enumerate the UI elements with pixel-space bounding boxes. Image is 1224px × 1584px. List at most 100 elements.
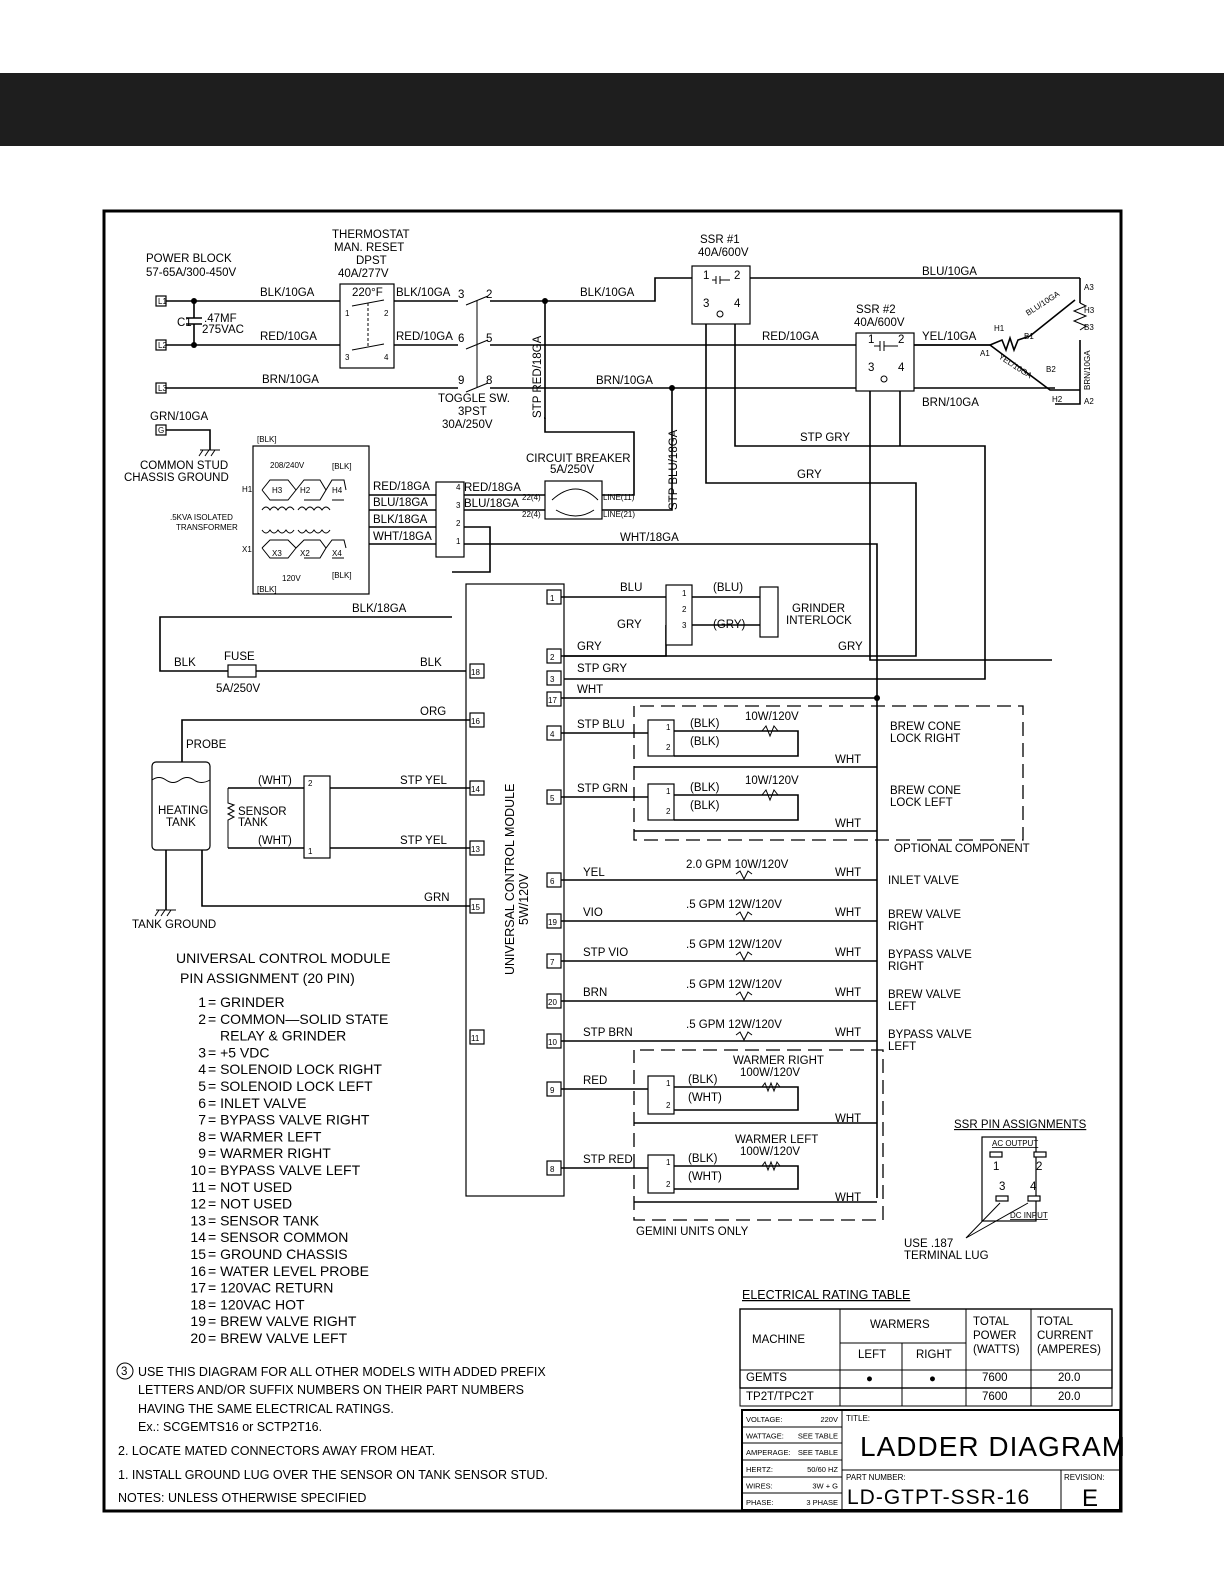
svg-text:7600: 7600 <box>982 1372 1008 1384</box>
svg-text:TOGGLE SW.: TOGGLE SW. <box>438 393 510 405</box>
thermostat-switch <box>339 283 395 369</box>
heater-delta <box>989 278 1081 405</box>
svg-text:BREW CONE: BREW CONE <box>890 785 961 797</box>
svg-text:GRY: GRY <box>577 641 602 653</box>
svg-text:PROBE: PROBE <box>186 739 227 751</box>
svg-text:16: 16 <box>471 717 480 726</box>
svg-text:(GRY): (GRY) <box>713 619 746 631</box>
svg-text:BLK/10GA: BLK/10GA <box>396 287 451 299</box>
wire-stp-gry <box>562 324 986 680</box>
svg-text:BRN/10GA: BRN/10GA <box>922 397 979 409</box>
svg-text:Ex.: SCGEMTS16 or SCTP2T16.: Ex.: SCGEMTS16 or SCTP2T16. <box>138 1420 322 1434</box>
svg-text:2: 2 <box>666 807 671 816</box>
svg-text:3: 3 <box>345 353 350 362</box>
svg-text:17: 17 <box>548 696 557 705</box>
svg-text:MAN. RESET: MAN. RESET <box>334 242 404 254</box>
svg-text:YEL/10GA: YEL/10GA <box>922 331 977 343</box>
pin-description: = BREW VALVE LEFT <box>208 1330 348 1346</box>
svg-text:STP BLU: STP BLU <box>577 719 625 731</box>
svg-text:RED/18GA: RED/18GA <box>373 481 430 493</box>
svg-text:2: 2 <box>384 309 389 318</box>
svg-text:RED/10GA: RED/10GA <box>762 331 819 343</box>
notes-footer: NOTES: UNLESS OTHERWISE SPECIFIED <box>118 1491 366 1505</box>
svg-text:PIN ASSIGNMENT (20 PIN): PIN ASSIGNMENT (20 PIN) <box>180 970 355 986</box>
svg-text:20: 20 <box>548 998 557 1007</box>
pin-number: 11 <box>191 1179 206 1195</box>
svg-text:WHT: WHT <box>835 818 861 830</box>
svg-text:3: 3 <box>703 298 709 310</box>
svg-text:BRN/10GA: BRN/10GA <box>262 374 319 386</box>
svg-text:H4: H4 <box>332 486 343 495</box>
svg-text:(AMPERES): (AMPERES) <box>1037 1344 1101 1356</box>
circuit-breaker <box>544 480 603 520</box>
svg-text:L2: L2 <box>158 341 167 350</box>
pin-description: = BYPASS VALVE LEFT <box>208 1162 361 1178</box>
svg-text:CIRCUIT BREAKER: CIRCUIT BREAKER <box>526 453 631 465</box>
svg-text:DC INPUT: DC INPUT <box>1010 1211 1048 1220</box>
svg-text:(WHT): (WHT) <box>258 835 292 847</box>
grinder-interlock <box>759 586 779 638</box>
transformer-connector <box>435 481 465 558</box>
pin-number: 4 <box>198 1061 206 1077</box>
power-block-rating: 57-65A/300-450V <box>146 267 236 279</box>
svg-text:BRN/10GA: BRN/10GA <box>596 375 653 387</box>
pin-number: 19 <box>190 1313 206 1329</box>
svg-text:2: 2 <box>666 1101 671 1110</box>
svg-text:.5 GPM 12W/120V: .5 GPM 12W/120V <box>686 979 782 991</box>
svg-text:1: 1 <box>703 270 709 282</box>
spec-value: SEE TABLE <box>798 1432 838 1441</box>
svg-text:22(4): 22(4) <box>522 510 541 519</box>
pin-number: 9 <box>198 1145 206 1161</box>
pin-description: = SOLENOID LOCK RIGHT <box>208 1061 382 1077</box>
header-bar <box>0 73 1224 146</box>
svg-text:13: 13 <box>471 845 480 854</box>
pin-description: = WATER LEVEL PROBE <box>208 1263 369 1279</box>
svg-text:RIGHT: RIGHT <box>888 921 924 933</box>
spec-value: 220V <box>820 1415 838 1424</box>
svg-text:B1: B1 <box>1024 332 1034 341</box>
svg-text:STP YEL: STP YEL <box>400 775 447 787</box>
svg-text:RED/10GA: RED/10GA <box>396 331 453 343</box>
spec-label: WATTAGE: <box>746 1432 784 1441</box>
svg-text:22(4): 22(4) <box>522 493 541 502</box>
svg-text:COMMON STUD: COMMON STUD <box>140 460 228 472</box>
svg-text:18: 18 <box>471 668 480 677</box>
pin-number: 17 <box>190 1280 206 1296</box>
svg-text:OPTIONAL COMPONENT: OPTIONAL COMPONENT <box>894 843 1030 855</box>
svg-text:15: 15 <box>471 903 480 912</box>
svg-text:1: 1 <box>666 723 671 732</box>
svg-text:1: 1 <box>682 589 687 598</box>
svg-text:2: 2 <box>734 270 740 282</box>
svg-text:3: 3 <box>458 289 464 301</box>
pin-description: = WARMER LEFT <box>208 1128 322 1144</box>
svg-text:20.0: 20.0 <box>1058 1391 1080 1403</box>
ssr-pin-diagram <box>981 1136 1037 1222</box>
svg-text:19: 19 <box>548 918 557 927</box>
svg-text:DPST: DPST <box>356 255 387 267</box>
svg-text:BLK/10GA: BLK/10GA <box>260 287 315 299</box>
svg-text:RED/10GA: RED/10GA <box>260 331 317 343</box>
svg-text:RIGHT: RIGHT <box>888 961 924 973</box>
svg-text:SENSOR: SENSOR <box>238 806 287 818</box>
svg-text:[BLK]: [BLK] <box>257 585 277 594</box>
spec-label: PHASE: <box>746 1498 774 1507</box>
svg-text:.5KVA ISOLATED: .5KVA ISOLATED <box>170 513 233 522</box>
svg-text:LEFT: LEFT <box>858 1349 886 1361</box>
svg-text:[BLK]: [BLK] <box>332 571 352 580</box>
svg-text:H2: H2 <box>300 486 311 495</box>
svg-text:1: 1 <box>345 309 350 318</box>
svg-text:BYPASS VALVE: BYPASS VALVE <box>888 949 972 961</box>
svg-text:[BLK]: [BLK] <box>332 462 352 471</box>
svg-text:X2: X2 <box>300 549 310 558</box>
svg-text:LOCK LEFT: LOCK LEFT <box>890 797 953 809</box>
svg-text:VIO: VIO <box>583 907 603 919</box>
svg-text:INLET VALVE: INLET VALVE <box>888 875 959 887</box>
svg-text:YEL: YEL <box>583 867 605 879</box>
svg-text:TP2T/TPC2T: TP2T/TPC2T <box>746 1391 814 1403</box>
svg-text:BLK/10GA: BLK/10GA <box>580 287 635 299</box>
pin-number: 8 <box>198 1128 206 1144</box>
revision: E <box>1082 1485 1098 1512</box>
pin-number: 2 <box>198 1011 206 1027</box>
svg-text:208/240V: 208/240V <box>270 461 305 470</box>
